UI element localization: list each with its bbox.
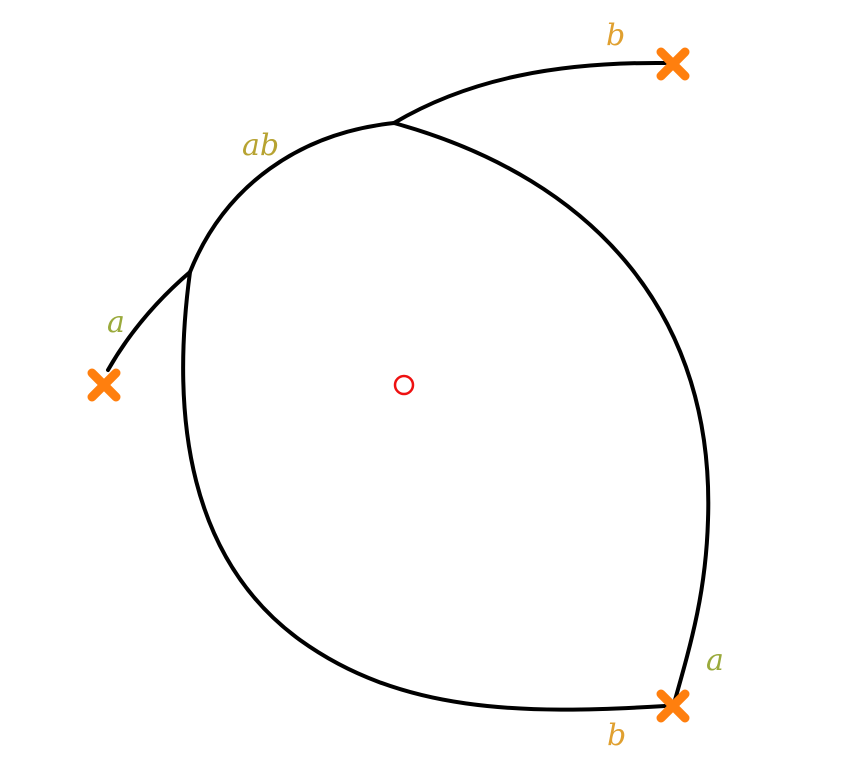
curve-right-loop	[392, 121, 711, 702]
label-ab-top: ab	[242, 128, 279, 163]
x-mark-icon-top-right	[656, 47, 690, 81]
label-b-top: b	[606, 18, 625, 53]
curve-left-a	[106, 270, 192, 372]
label-a-bottom: a	[706, 643, 724, 678]
curve-upper-arc-ab	[188, 121, 396, 274]
curve-left-loop	[181, 270, 667, 712]
x-mark-icon-left	[87, 368, 121, 402]
label-a-left: a	[107, 305, 125, 340]
label-b-bottom: b	[607, 718, 626, 753]
center-circle-icon	[393, 374, 415, 396]
x-mark-icon-bottom-right	[656, 689, 690, 723]
curve-top-b	[392, 60, 667, 125]
